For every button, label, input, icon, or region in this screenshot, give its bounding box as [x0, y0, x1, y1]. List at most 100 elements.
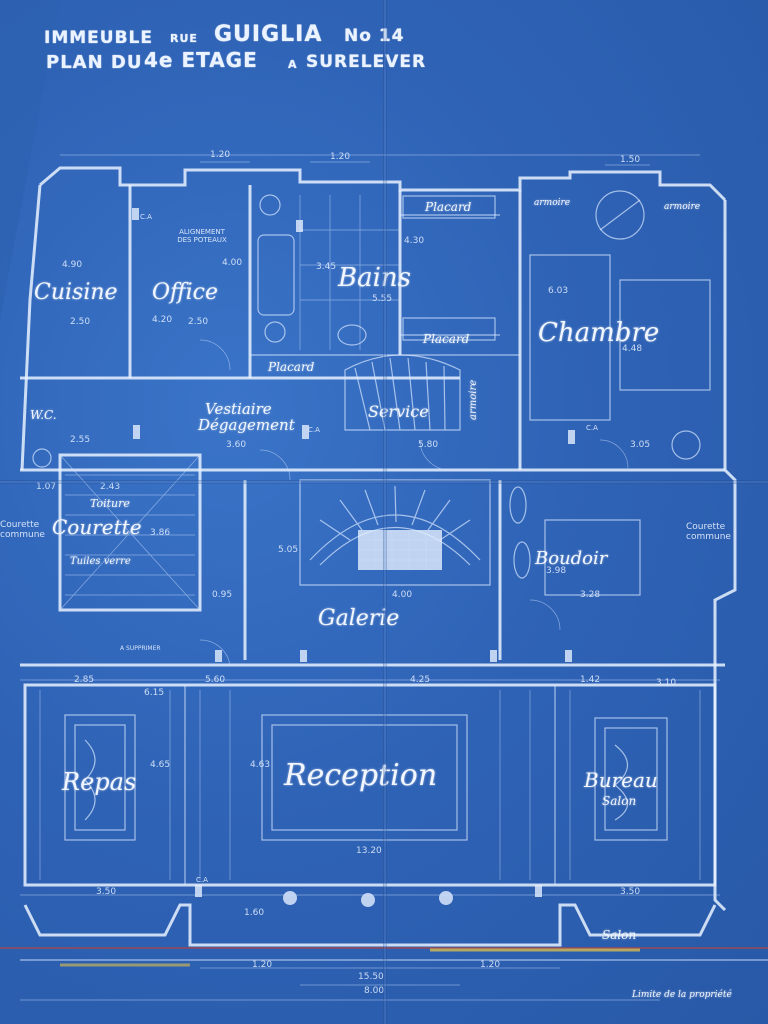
- dim-3-60: 3.60: [226, 440, 247, 450]
- dim-3-86: 3.86: [150, 528, 171, 538]
- dim-1-60: 1.60: [244, 908, 265, 918]
- dim-2-43: 2.43: [100, 482, 121, 492]
- dim-6-15: 6.15: [144, 688, 165, 698]
- room-bureau-sub: Salon: [602, 794, 637, 808]
- label-ca-4: C.A: [196, 876, 208, 884]
- room-wc: W.C.: [30, 408, 57, 422]
- label-armoire-vertical: armoire: [468, 379, 479, 420]
- boudoir-chair-1: [509, 486, 527, 524]
- title-rue: RUE: [170, 32, 198, 45]
- dim-2-50-a: 2.50: [70, 317, 91, 327]
- dim-1-42: 1.42: [580, 675, 601, 685]
- label-ca-2: C.A: [308, 426, 320, 434]
- label-courette-commune-right: Courette commune: [686, 522, 731, 542]
- dim-2-50-b: 2.50: [188, 317, 209, 327]
- dim-4-25: 4.25: [410, 675, 431, 685]
- label-tuiles-verre: Tuiles verre: [70, 556, 131, 567]
- dim-3-45: 3.45: [316, 262, 337, 272]
- dim-3-50-b: 3.50: [620, 887, 641, 897]
- room-bains: Bains: [338, 263, 412, 293]
- dim-4-65: 4.65: [150, 760, 171, 770]
- dim-1-20-c: 1.20: [252, 960, 273, 970]
- dim-1-07: 1.07: [36, 482, 57, 492]
- dim-0-95: 0.95: [212, 590, 233, 600]
- label-ca-3: C.A: [586, 424, 598, 432]
- bureau-panel-inner: [604, 727, 658, 831]
- room-boudoir: Boudoir: [535, 548, 608, 569]
- facade-lamp-1: [283, 891, 297, 905]
- room-vestiaire: Vestiaire: [205, 400, 272, 418]
- paper-fold-vertical: [383, 0, 387, 1024]
- bureau-ornament: [614, 744, 629, 821]
- dim-4-20: 4.20: [152, 315, 173, 325]
- chambre-bed: [529, 254, 611, 421]
- title-number: No 14: [344, 26, 405, 46]
- reception-outer: [23, 683, 717, 887]
- room-cuisine: Cuisine: [34, 280, 118, 305]
- room-degagement: Dégagement: [198, 416, 295, 434]
- facade-lamp-3: [439, 891, 453, 905]
- paper-corner-fold: [0, 0, 60, 320]
- dim-5-80: 5.80: [418, 440, 439, 450]
- dim-4-90: 4.90: [62, 260, 83, 270]
- dim-4-63: 4.63: [250, 760, 271, 770]
- main-stair: [299, 479, 491, 586]
- outer-wall-left: [20, 184, 42, 471]
- label-placard-2: Placard: [423, 332, 470, 346]
- room-bureau: Bureau: [584, 768, 658, 792]
- dim-4-30: 4.30: [404, 236, 425, 246]
- dim-5-55: 5.55: [372, 294, 392, 304]
- label-ca-1: C.A: [140, 213, 152, 221]
- placard-box-top: [402, 195, 496, 219]
- room-chambre: Chambre: [538, 318, 660, 348]
- dim-8-00: 8.00: [364, 986, 385, 996]
- dim-3-98: 3.98: [546, 566, 567, 576]
- label-armoire-1: armoire: [534, 198, 571, 208]
- label-armoire-2: armoire: [664, 202, 701, 212]
- dim-4-48: 4.48: [622, 344, 643, 354]
- facade-bottom: [23, 903, 717, 947]
- dim-1-20-a: 1.20: [210, 150, 231, 160]
- repas-panel: [64, 714, 136, 841]
- room-courette: Courette: [52, 515, 142, 539]
- dim-4-00: 4.00: [222, 258, 243, 268]
- label-alignement: ALIGNEMENT DES POTEAUX: [177, 228, 227, 244]
- repas-ornament: [84, 739, 96, 821]
- boudoir-table: [544, 519, 641, 596]
- outer-wall-right: [713, 200, 737, 912]
- dim-3-10: 3.10: [656, 678, 677, 688]
- label-limite-propriete: Limite de la propriété: [632, 990, 732, 1000]
- dim-1-20-b: 1.20: [330, 152, 351, 162]
- reception-carpet-inner: [271, 724, 458, 831]
- dimension-lines: [20, 154, 720, 986]
- label-courette-commune-left: Courette commune: [0, 520, 45, 540]
- bidet: [337, 324, 367, 346]
- chambre-round-table: [595, 190, 645, 240]
- chambre-wardrobe: [619, 279, 711, 391]
- paper-fold-horizontal: [0, 480, 768, 484]
- dim-1-50: 1.50: [620, 155, 641, 165]
- room-salon-small: Salon: [602, 928, 637, 942]
- title-building: IMMEUBLE: [44, 28, 153, 48]
- title-plan: PLAN DU: [46, 52, 143, 73]
- dim-5-60: 5.60: [205, 675, 226, 685]
- label-placard-1: Placard: [425, 200, 472, 214]
- dim-5-05: 5.05: [278, 545, 299, 555]
- dim-3-28: 3.28: [580, 590, 601, 600]
- service-stair: [344, 354, 461, 431]
- repas-panel-inner: [74, 724, 126, 831]
- bath-basin: [259, 194, 281, 216]
- bathtub: [257, 234, 295, 316]
- dim-2-55: 2.55: [70, 435, 91, 445]
- dim-6-03: 6.03: [548, 286, 569, 296]
- room-service: Service: [368, 402, 429, 421]
- dim-3-50-a: 3.50: [96, 887, 117, 897]
- ca-markers: [132, 208, 575, 897]
- dim-2-85: 2.85: [74, 675, 95, 685]
- title-street: GUIGLIA: [214, 22, 323, 47]
- placard-box-mid: [402, 317, 496, 341]
- facade-lamp-2: [361, 893, 375, 907]
- label-placard-3: Placard: [268, 360, 315, 374]
- room-galerie: Galerie: [318, 606, 400, 631]
